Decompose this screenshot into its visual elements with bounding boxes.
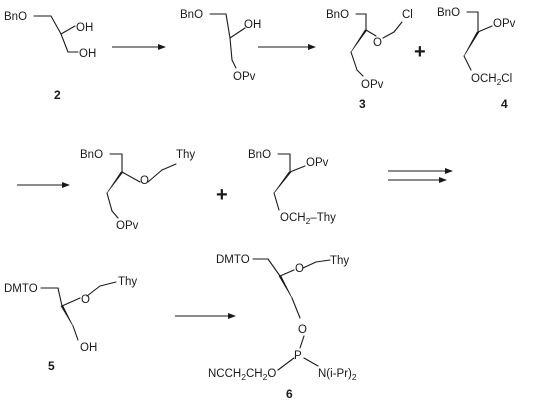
bno-label: BnO xyxy=(180,9,203,21)
ether-oxygen-label: O xyxy=(140,175,149,187)
thy-label: Thy xyxy=(330,255,349,267)
plus-sign-2: + xyxy=(216,184,228,206)
cyanoethoxy-label: NCCH2CH2O xyxy=(208,368,276,382)
reaction-arrow-1 xyxy=(112,44,166,50)
opv-label: OPv xyxy=(116,220,139,232)
oh-label: OH xyxy=(80,342,97,354)
opv-label: OPv xyxy=(233,71,256,83)
thy-label: Thy xyxy=(118,276,137,288)
bno-label: BnO xyxy=(437,7,460,19)
compound-2-structure: BnO OH OH xyxy=(4,11,96,60)
compound-3-structure: BnO O Cl OPv xyxy=(326,9,413,91)
diisopropylamino-label: N(i-Pr)2 xyxy=(318,368,357,382)
oh-label-b: OH xyxy=(79,48,96,60)
bno-label: BnO xyxy=(248,149,271,161)
ether-oxygen-label: O xyxy=(81,294,90,306)
compound-3-number: 3 xyxy=(359,97,366,111)
thy-label: Thy xyxy=(176,149,195,161)
opv-label: OPv xyxy=(493,18,516,30)
compound-5-number: 5 xyxy=(48,359,55,373)
compound-4-structure: BnO OPv OCH2Cl xyxy=(437,7,516,87)
bno-label: BnO xyxy=(4,11,27,23)
phosphorus-label: P xyxy=(294,350,302,362)
ch2-thy-opv-structure: BnO OPv OCH2–Thy xyxy=(248,149,336,226)
opv-label: OPv xyxy=(306,157,329,169)
opv-label: OPv xyxy=(361,79,384,91)
bno-label: BnO xyxy=(326,9,349,21)
phosphite-oxygen-label: O xyxy=(298,324,307,336)
bno-label: BnO xyxy=(80,149,103,161)
intermediate-opv-oh-structure: BnO OH OPv xyxy=(180,9,261,83)
oh-label: OH xyxy=(244,19,261,31)
ether-oxygen-label: O xyxy=(373,37,382,49)
cl-label: Cl xyxy=(402,9,413,21)
multistep-arrow xyxy=(388,168,453,183)
ch2thy-label: OCH2–Thy xyxy=(280,212,336,226)
compound-6-number: 6 xyxy=(286,387,293,401)
ch2cl-label: OCH2Cl xyxy=(471,73,512,87)
compound-4-number: 4 xyxy=(501,97,508,111)
dmto-label: DMTO xyxy=(4,283,38,295)
reaction-arrow-4 xyxy=(175,313,236,319)
oh-label-a: OH xyxy=(76,22,93,34)
compound-5-structure: DMTO O Thy OH xyxy=(4,276,137,354)
reaction-arrow-2 xyxy=(258,44,316,50)
compound-2-number: 2 xyxy=(54,88,61,102)
thy-ether-opv-structure: BnO O Thy OPv xyxy=(80,149,195,232)
reaction-arrow-3 xyxy=(17,182,70,188)
dmto-label: DMTO xyxy=(216,254,250,266)
plus-sign-1: + xyxy=(414,41,426,63)
ether-oxygen-label: O xyxy=(295,263,304,275)
compound-6-structure: DMTO O Thy O P N(i-Pr)2 NCCH2CH2O xyxy=(208,254,357,382)
